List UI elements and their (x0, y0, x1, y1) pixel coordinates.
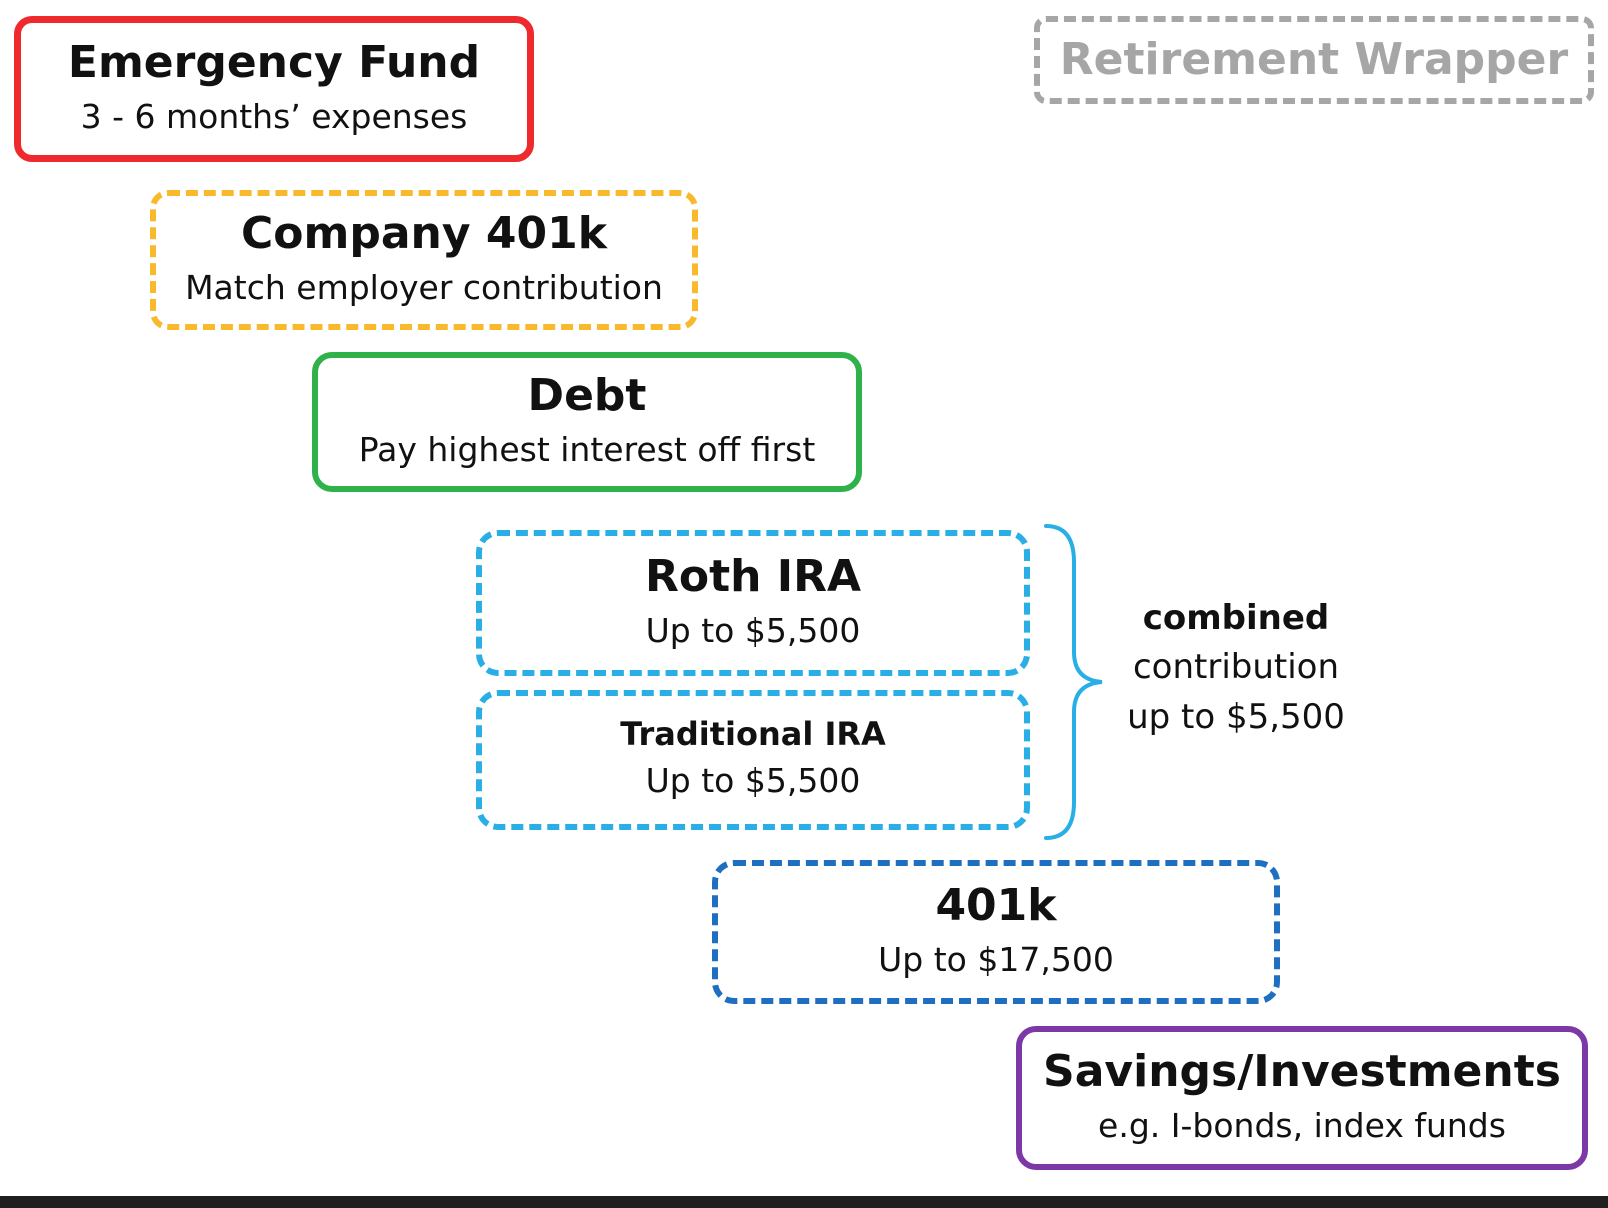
step-title: Emergency Fund (67, 37, 481, 89)
step-debt: Debt Pay highest interest off first (312, 352, 862, 492)
step-savings-investments: Savings/Investments e.g. I-bonds, index … (1016, 1026, 1588, 1170)
step-traditional-ira: Traditional IRA Up to $5,500 (476, 690, 1030, 830)
combined-contribution-note: combined contribution up to $5,500 (1106, 594, 1366, 742)
ira-group-bracket (1044, 524, 1103, 840)
bottom-border (0, 1196, 1608, 1208)
step-emergency-fund: Emergency Fund 3 - 6 months’ expenses (14, 16, 534, 162)
step-subtitle: e.g. I-bonds, index funds (1098, 1106, 1506, 1146)
note-line: up to $5,500 (1127, 696, 1345, 737)
step-subtitle: Up to $17,500 (878, 940, 1114, 980)
step-subtitle: Up to $5,500 (645, 611, 861, 651)
step-roth-ira: Roth IRA Up to $5,500 (476, 530, 1030, 676)
legend-label: Retirement Wrapper (1059, 33, 1569, 85)
note-line: contribution (1132, 647, 1340, 688)
step-title: Roth IRA (644, 551, 862, 603)
step-title: Company 401k (241, 208, 607, 260)
step-subtitle: Match employer contribution (185, 268, 663, 308)
step-subtitle: Pay highest interest off first (358, 430, 816, 470)
step-subtitle: 3 - 6 months’ expenses (80, 97, 468, 137)
step-subtitle: Up to $5,500 (645, 761, 861, 801)
legend-retirement-wrapper: Retirement Wrapper (1034, 16, 1594, 104)
step-title: 401k (935, 880, 1057, 932)
step-title: Traditional IRA (620, 715, 886, 754)
step-company-401k: Company 401k Match employer contribution (150, 190, 698, 330)
note-line: combined (1142, 598, 1330, 638)
step-title: Savings/Investments (1043, 1046, 1561, 1098)
step-401k: 401k Up to $17,500 (712, 860, 1280, 1004)
step-title: Debt (527, 370, 647, 422)
